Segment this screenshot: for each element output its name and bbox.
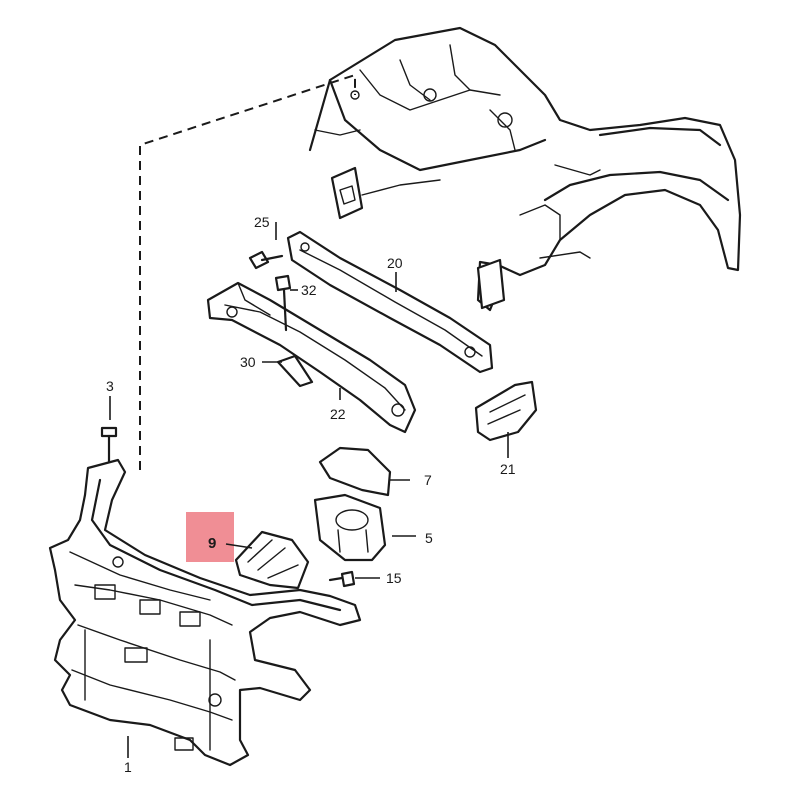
part-21-bracket [474, 380, 538, 442]
callout-30: 30 [240, 354, 256, 370]
callout-5: 5 [425, 530, 433, 546]
part-9-duct [234, 530, 310, 590]
callout-1: 1 [124, 759, 132, 775]
callout-3: 3 [106, 378, 114, 394]
vehicle-body-fender [308, 26, 742, 312]
part-3-bolt [100, 426, 118, 464]
part-5-housing [313, 493, 387, 562]
callout-9: 9 [208, 535, 216, 552]
part-7-cover [318, 446, 392, 497]
callout-20: 20 [387, 255, 403, 271]
callout-15: 15 [386, 570, 402, 586]
part-15-screw [328, 570, 356, 588]
part-20-upper-crossmember [286, 230, 494, 374]
part-1-front-carrier [48, 458, 362, 767]
callout-32: 32 [301, 282, 317, 298]
callout-9-highlight [186, 512, 234, 562]
part-25-bolt [248, 250, 284, 270]
part-22-lower-crossmember [206, 281, 417, 434]
assembly-dashed-line [139, 73, 356, 470]
callout-22: 22 [330, 406, 346, 422]
leader-lines [109, 222, 509, 758]
callout-7: 7 [424, 472, 432, 488]
part-30-bracket [276, 354, 314, 388]
callout-21: 21 [500, 461, 516, 477]
part-32-bolt [274, 274, 292, 332]
callout-25: 25 [254, 214, 270, 230]
